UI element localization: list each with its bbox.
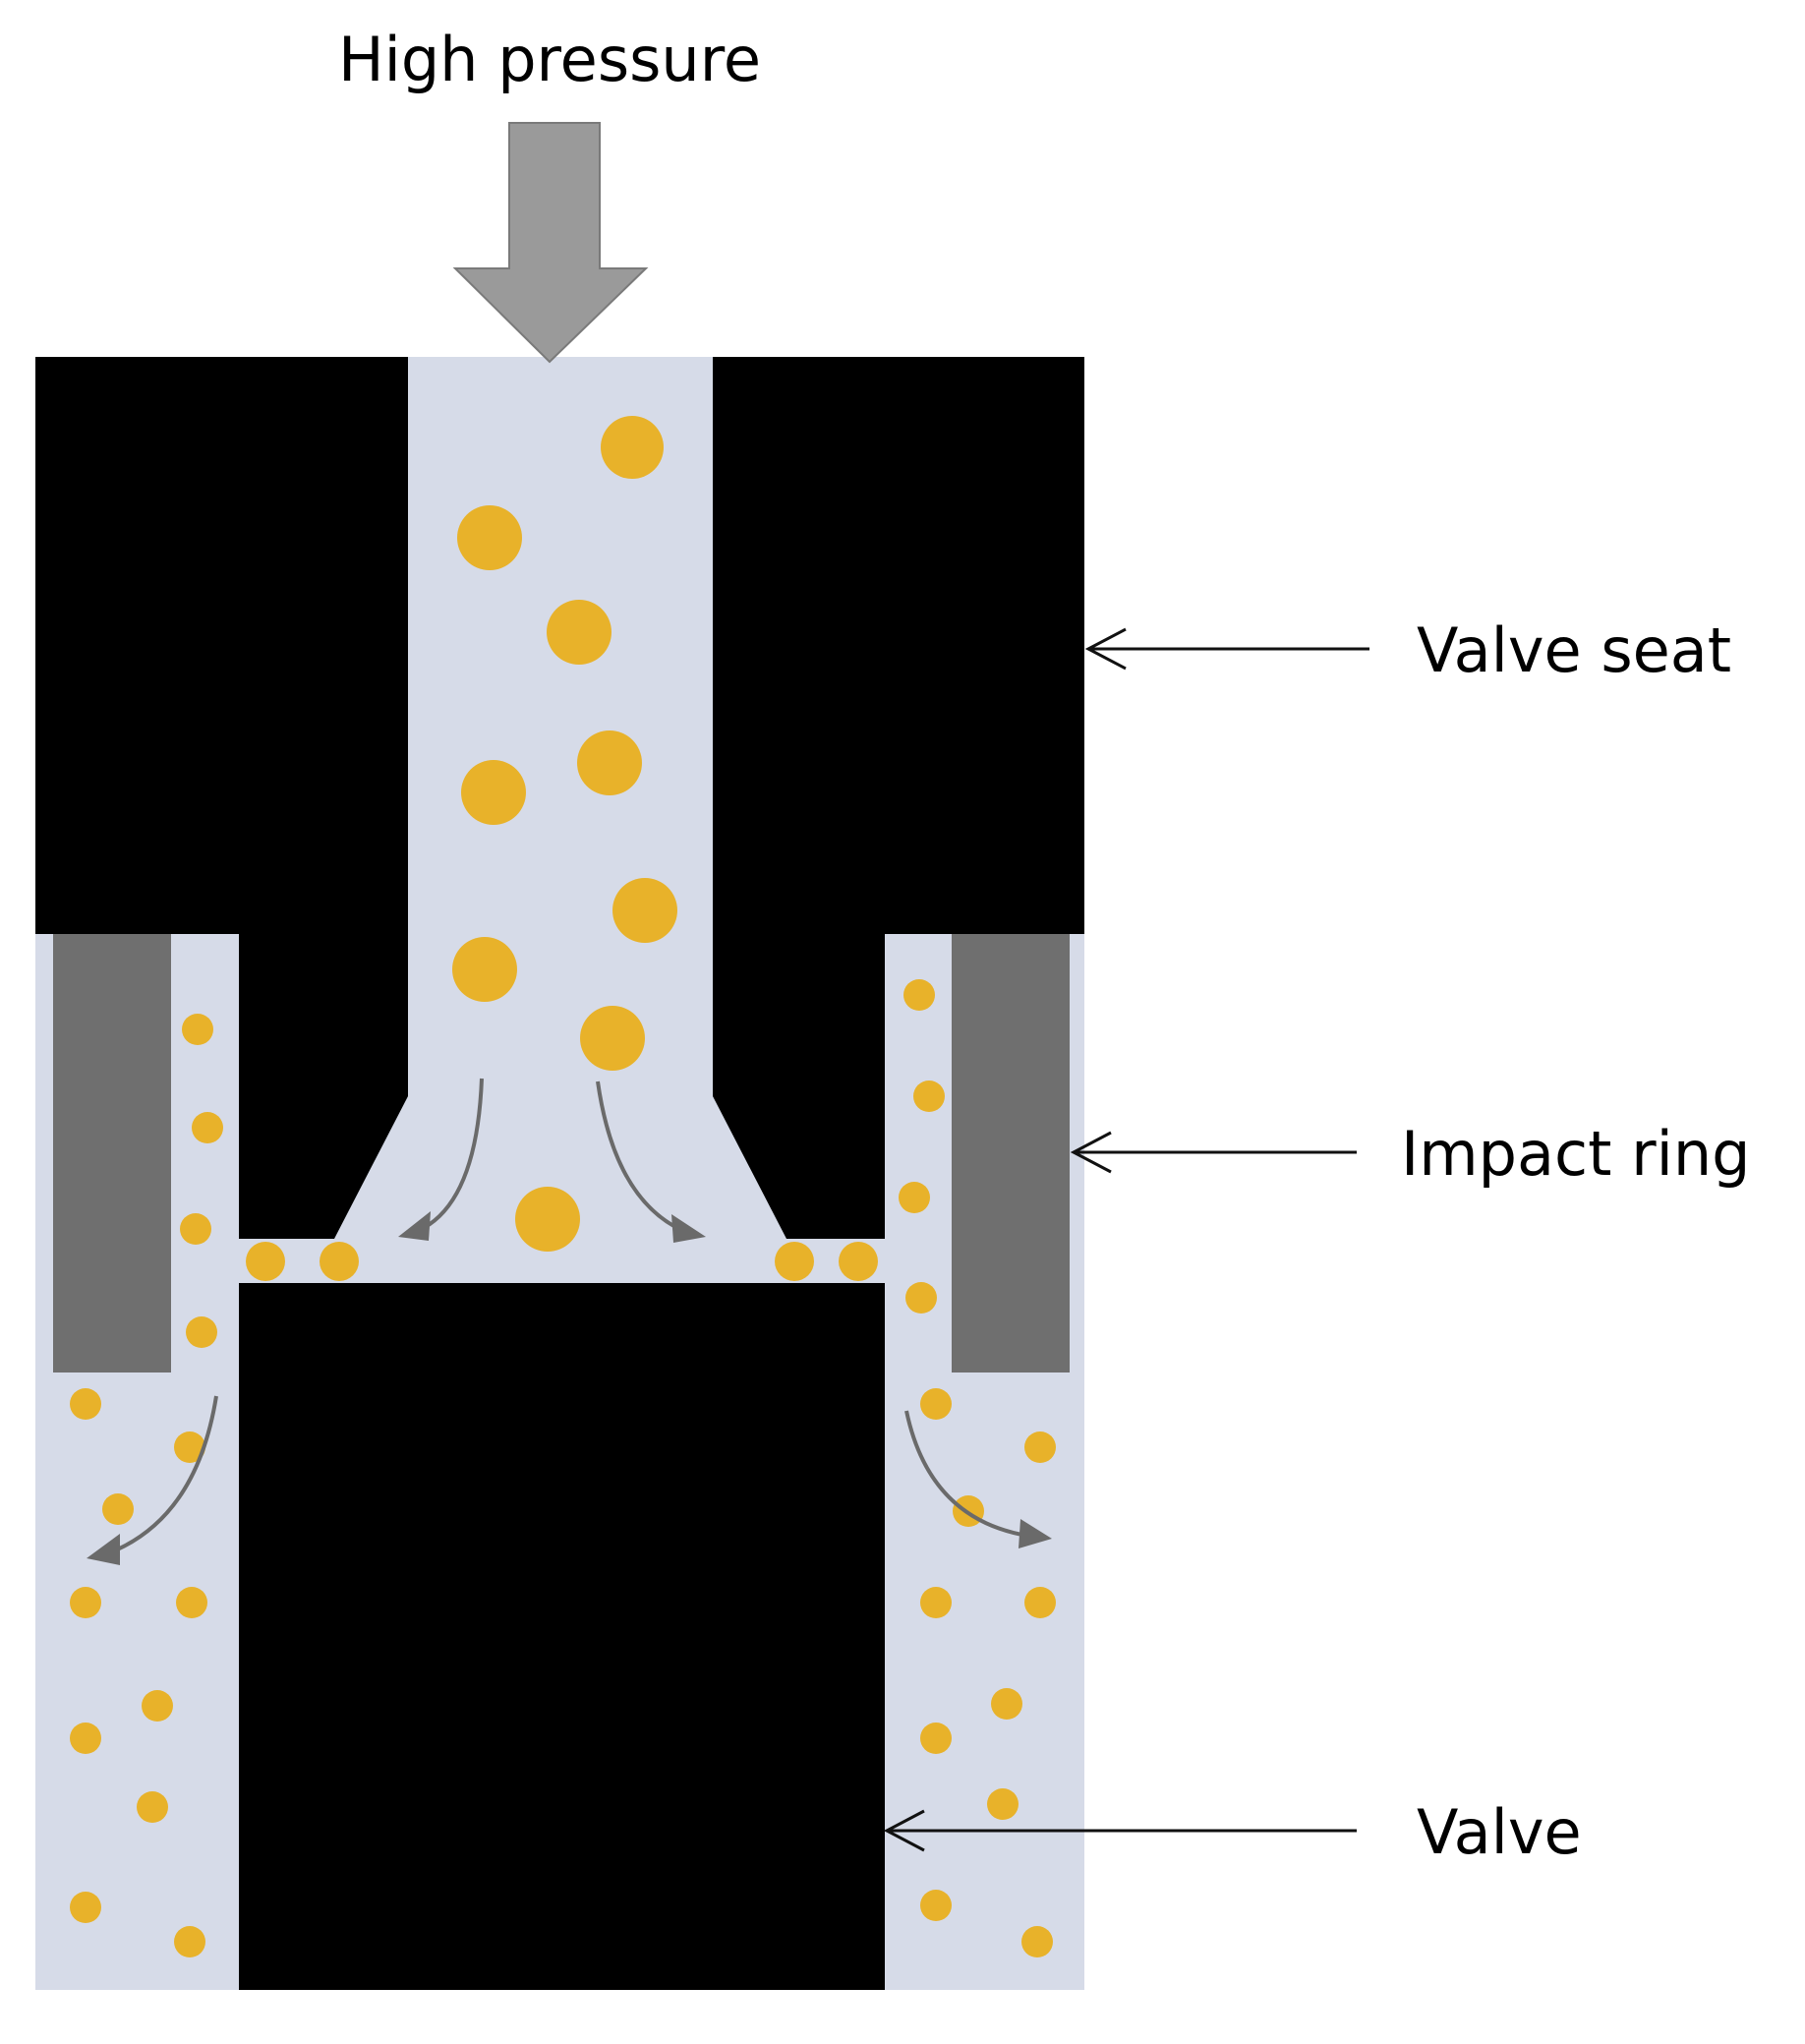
particle (70, 1892, 101, 1923)
valve-body (239, 1283, 885, 1990)
flow-arrow-right-annulus (904, 1410, 1028, 1538)
particle (70, 1587, 101, 1618)
leader-arrowhead-impact-ring (1070, 1131, 1112, 1174)
particle (612, 878, 677, 943)
particle (1024, 1431, 1056, 1463)
particles (70, 416, 1056, 1957)
particle (137, 1791, 168, 1823)
flow-arrow-left-annulus (107, 1395, 218, 1555)
flow-arrow-center-left (417, 1078, 484, 1233)
particle (192, 1112, 223, 1143)
flow-arrow-head (1019, 1519, 1052, 1548)
particle (920, 1890, 952, 1921)
particle (515, 1187, 580, 1252)
particle (920, 1388, 952, 1420)
valve-seat (35, 357, 1084, 1239)
valve-seat-right (713, 357, 1084, 1239)
flow-arrows (107, 1078, 1028, 1555)
flow-arrow-head (87, 1534, 120, 1565)
leader-arrowhead-valve (883, 1809, 925, 1852)
particle (601, 416, 664, 479)
flow-arrow-center-right (596, 1080, 684, 1233)
particle (457, 505, 522, 570)
particle (580, 1006, 645, 1071)
particle (899, 1182, 930, 1213)
label-impact-ring: Impact ring (1401, 1118, 1751, 1190)
particle (903, 979, 935, 1011)
particle (186, 1316, 217, 1348)
particle (320, 1242, 359, 1281)
particle (991, 1688, 1022, 1720)
particle (905, 1282, 937, 1314)
particle (920, 1723, 952, 1754)
label-valve-seat: Valve seat (1417, 614, 1731, 686)
flow-arrow-heads (87, 1211, 1052, 1565)
flow-arrow-head (671, 1214, 706, 1243)
particle (920, 1587, 952, 1618)
particle (547, 600, 611, 665)
particle (839, 1242, 878, 1281)
label-high-pressure: High pressure (338, 24, 761, 95)
particle (1021, 1926, 1053, 1957)
flow-arrow-head (398, 1211, 431, 1241)
particle (142, 1690, 173, 1722)
particle (182, 1014, 213, 1045)
particle (577, 730, 642, 795)
impact-ring-left (53, 934, 171, 1372)
label-valve: Valve (1417, 1796, 1582, 1868)
particle (174, 1431, 205, 1463)
particle (102, 1493, 134, 1525)
particle (1024, 1587, 1056, 1618)
particle (452, 937, 517, 1002)
impact-ring-right (952, 934, 1070, 1372)
particle (70, 1723, 101, 1754)
particle (246, 1242, 285, 1281)
particle (70, 1388, 101, 1420)
leader-arrowhead-valve-seat (1084, 627, 1127, 671)
high-pressure-arrow (452, 122, 649, 364)
particle (913, 1080, 945, 1112)
particle (987, 1788, 1019, 1820)
particle (174, 1926, 205, 1957)
particle (461, 760, 526, 825)
particle (176, 1587, 207, 1618)
impact-ring (53, 934, 1070, 1372)
valve-seat-left (35, 357, 408, 1239)
leader-lines (883, 627, 1369, 1852)
particle (180, 1213, 211, 1245)
particle (775, 1242, 814, 1281)
